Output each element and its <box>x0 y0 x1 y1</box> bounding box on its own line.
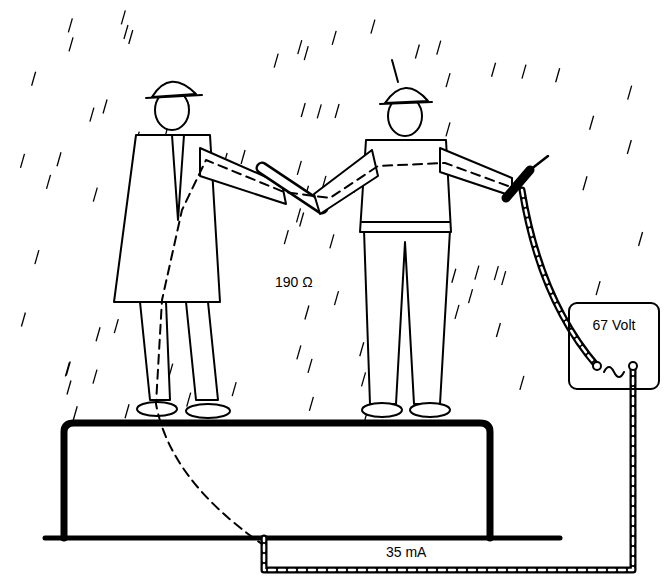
rain-drop <box>301 103 305 117</box>
rain-drop <box>371 20 375 34</box>
rain-drop <box>309 397 313 411</box>
rain-drop <box>297 345 301 359</box>
metal-platform <box>64 423 490 538</box>
rain-drop <box>297 161 301 175</box>
rain-drop <box>21 313 25 327</box>
rain-drop <box>305 306 309 320</box>
rain-drop <box>502 271 506 285</box>
rain-drop <box>496 323 500 337</box>
clamp-handle <box>506 170 530 198</box>
rain-drop <box>284 230 288 244</box>
rain-drop <box>494 266 498 280</box>
rain-drop <box>330 234 334 248</box>
current-path <box>156 160 508 544</box>
return-wire <box>264 368 633 570</box>
rain-drop <box>121 10 125 24</box>
rain-drop <box>446 122 450 136</box>
rain-drop <box>32 72 36 86</box>
rain-drop <box>68 18 72 32</box>
voltage-source-box: 67 Volt <box>568 302 660 390</box>
rain-drop <box>20 154 24 168</box>
rain-drop <box>452 269 456 283</box>
supply-cable <box>522 190 597 366</box>
rain-drop <box>304 46 308 60</box>
rain-drop <box>35 250 39 264</box>
rain-drop <box>90 108 94 122</box>
rain-drop <box>415 45 419 59</box>
current-label: 35 mA <box>383 544 429 561</box>
rain-drop <box>73 406 77 420</box>
rain-drop <box>583 176 587 190</box>
rain-drop <box>241 150 245 164</box>
rain-drop <box>628 86 632 100</box>
rain-drop <box>360 342 364 356</box>
rain-drop <box>93 370 97 384</box>
rain-drop <box>639 232 643 246</box>
rain-drop <box>187 393 191 407</box>
rain-drop <box>125 404 129 418</box>
rain <box>20 10 642 420</box>
rain-drop <box>627 140 631 154</box>
ground-line <box>45 536 560 541</box>
rain-drop <box>335 104 339 118</box>
voltage-label: 67 Volt <box>592 316 636 334</box>
resistance-label: 190 Ω <box>272 274 316 291</box>
rain-drop <box>298 40 302 54</box>
terminal <box>629 362 637 370</box>
rain-drop <box>317 104 321 118</box>
rain-drop <box>57 152 61 166</box>
rain-drop <box>129 30 133 44</box>
rain-drop <box>520 376 524 390</box>
pipe <box>262 168 322 208</box>
rain-drop <box>93 188 97 202</box>
rain-drop <box>556 68 560 82</box>
left-man <box>114 82 286 418</box>
rain-drop <box>492 63 496 77</box>
rain-drop <box>455 305 459 319</box>
rain-drop <box>334 291 338 305</box>
rain-drop <box>469 289 473 303</box>
rain-drop <box>362 372 366 386</box>
rain-drop <box>66 362 70 376</box>
rain-drop <box>124 25 128 39</box>
right-man <box>314 60 512 417</box>
rain-drop <box>296 208 300 222</box>
rain-drop <box>232 382 236 396</box>
terminal <box>593 362 601 370</box>
rain-drop <box>67 380 71 394</box>
rain-drop <box>308 359 312 373</box>
rain-drop <box>103 100 107 114</box>
rain-drop <box>114 319 118 333</box>
rain-drop <box>596 281 600 295</box>
rain-drop <box>46 175 50 189</box>
rain-drop <box>590 116 594 130</box>
rain-drop <box>332 31 336 45</box>
rain-drop <box>65 362 69 376</box>
rain-drop <box>446 73 450 87</box>
rain-drop <box>96 327 100 341</box>
rain-drop <box>300 213 304 227</box>
rain-drop <box>522 65 526 79</box>
rain-drop <box>274 54 278 68</box>
rain-drop <box>69 37 73 51</box>
ac-symbol <box>604 367 624 377</box>
rain-drop <box>475 266 479 280</box>
clamp-tip <box>530 156 548 170</box>
rain-drop <box>437 41 441 55</box>
